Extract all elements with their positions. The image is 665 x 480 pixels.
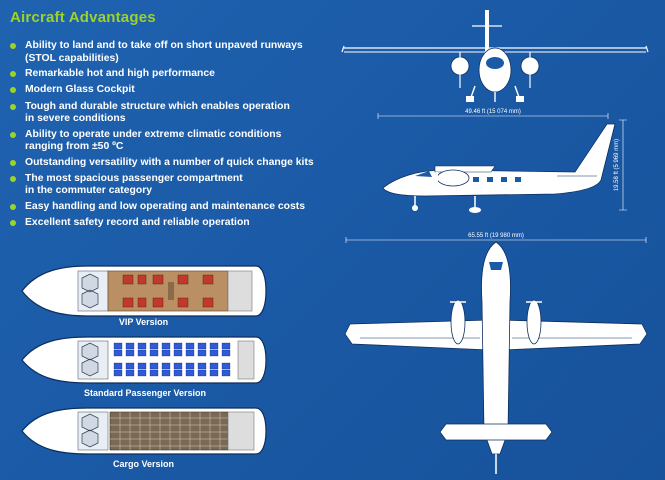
passenger-seat — [113, 349, 123, 357]
passenger-seat — [197, 349, 207, 357]
passenger-seat — [125, 369, 135, 377]
bullet-icon — [10, 204, 16, 211]
passenger-seat — [137, 349, 147, 357]
passenger-seat — [161, 369, 171, 377]
passenger-seat — [209, 369, 219, 377]
passenger-seat — [113, 369, 123, 377]
passenger-seat — [125, 342, 135, 350]
advantage-line: in severe conditions — [25, 113, 126, 125]
passenger-seat — [113, 342, 123, 350]
advantage-line: Outstanding versatility with a number of… — [25, 157, 314, 169]
vip-version-caption: VIP Version — [118, 317, 169, 327]
standard-layout-diagram — [21, 336, 267, 384]
passenger-seat — [221, 349, 231, 357]
advantage-item: Remarkable hot and high performance — [9, 68, 339, 81]
passenger-seat — [197, 342, 207, 350]
advantage-item: Ability to operate under extreme climati… — [9, 129, 339, 154]
advantage-line: in the commuter category — [25, 185, 153, 197]
passenger-seat — [161, 362, 171, 370]
passenger-seat — [209, 349, 219, 357]
height-dimension-label: 19.58 ft (5 969 mm) — [614, 139, 620, 191]
bullet-icon — [10, 175, 16, 182]
page-title: Aircraft Advantages — [10, 9, 156, 26]
cargo-layout-diagram — [21, 407, 267, 455]
passenger-seat — [137, 362, 147, 370]
bullet-icon — [10, 103, 16, 110]
aircraft-top-view: 65.55 ft (19 980 mm) — [344, 233, 648, 474]
bullet-icon — [10, 87, 16, 94]
advantage-line: Ability to operate under extreme climati… — [25, 128, 282, 140]
aircraft-side-view: 49.46 ft (15 074 mm) 19.58 ft (5 969 mm) — [377, 109, 627, 213]
passenger-seat — [125, 362, 135, 370]
passenger-seat — [209, 362, 219, 370]
passenger-seat — [173, 362, 183, 370]
aircraft-front-view — [341, 10, 649, 102]
advantage-line: The most spacious passenger compartment — [25, 172, 243, 184]
passenger-seat — [173, 349, 183, 357]
passenger-seat — [125, 349, 135, 357]
advantage-line: Tough and durable structure which enable… — [25, 100, 290, 112]
vip-layout-diagram — [21, 265, 267, 317]
passenger-seat — [221, 369, 231, 377]
passenger-seat — [197, 369, 207, 377]
passenger-seat — [173, 342, 183, 350]
passenger-seat — [185, 342, 195, 350]
advantage-item: Excellent safety record and reliable ope… — [9, 217, 339, 230]
bullet-icon — [10, 160, 16, 167]
passenger-seat — [161, 349, 171, 357]
passenger-seat — [197, 362, 207, 370]
passenger-seat — [161, 342, 171, 350]
passenger-seat — [137, 369, 147, 377]
advantages-list: Ability to land and to take off on short… — [9, 40, 339, 233]
passenger-seat — [113, 362, 123, 370]
passenger-seat — [149, 362, 159, 370]
standard-version-caption: Standard Passenger Version — [83, 388, 207, 398]
passenger-seat — [209, 342, 219, 350]
advantage-line: ranging from ±50 ºC — [25, 141, 124, 153]
advantage-line: Modern Glass Cockpit — [25, 84, 135, 96]
passenger-seat — [149, 369, 159, 377]
passenger-seat — [185, 369, 195, 377]
advantage-line: Excellent safety record and reliable ope… — [25, 217, 250, 229]
passenger-seat — [173, 369, 183, 377]
passenger-seat — [137, 342, 147, 350]
advantage-line: Remarkable hot and high performance — [25, 68, 215, 80]
advantage-item: Ability to land and to take off on short… — [9, 40, 339, 65]
bullet-icon — [10, 43, 16, 49]
passenger-seat — [185, 362, 195, 370]
advantage-item: Easy handling and low operating and main… — [9, 201, 339, 214]
advantage-item: Tough and durable structure which enable… — [9, 101, 339, 126]
passenger-seat — [149, 342, 159, 350]
passenger-seat — [221, 362, 231, 370]
advantage-item: Modern Glass Cockpit — [9, 84, 339, 97]
wingspan-dimension-label: 65.55 ft (19 980 mm) — [468, 233, 524, 239]
passenger-seat — [185, 349, 195, 357]
length-dimension-label: 49.46 ft (15 074 mm) — [465, 109, 521, 115]
advantage-line: Ability to land and to take off on short… — [25, 40, 303, 51]
bullet-icon — [10, 220, 16, 227]
bullet-icon — [10, 131, 16, 138]
advantage-item: Outstanding versatility with a number of… — [9, 157, 339, 170]
passenger-seat — [221, 342, 231, 350]
bullet-icon — [10, 71, 16, 78]
passenger-seat — [149, 349, 159, 357]
advantage-line: Easy handling and low operating and main… — [25, 201, 306, 213]
advantage-line: (STOL capabilities) — [25, 52, 119, 64]
cargo-version-caption: Cargo Version — [112, 459, 175, 469]
